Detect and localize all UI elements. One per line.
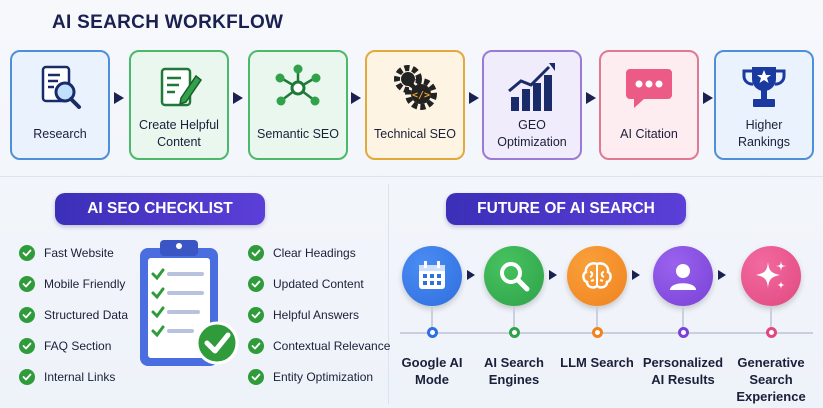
- checklist-item: Helpful Answers: [248, 307, 359, 323]
- future-item-label: AI Search Engines: [484, 355, 544, 387]
- workflow-step-technical-seo[interactable]: </> Technical SEO: [365, 50, 465, 160]
- checklist-item-label: Internal Links: [44, 370, 116, 384]
- check-circle-icon: [248, 245, 264, 261]
- check-circle-icon: [248, 338, 264, 354]
- arrow-right-icon: [469, 92, 479, 104]
- edit-document-icon: [151, 60, 207, 116]
- future-item-label: Personalized AI Results: [642, 355, 724, 387]
- workflow-step-label: Technical SEO: [374, 126, 456, 141]
- checklist-title: AI SEO CHECKLIST: [55, 193, 265, 225]
- arrow-right-icon: [467, 270, 475, 280]
- checklist-item: FAQ Section: [19, 338, 111, 354]
- timeline-dot: [508, 327, 520, 338]
- timeline-dot: [591, 327, 603, 338]
- timeline-stem: [770, 306, 772, 328]
- arrow-right-icon: [703, 92, 713, 104]
- workflow-step-label: Research: [33, 126, 87, 141]
- checklist-item: Updated Content: [248, 276, 364, 292]
- timeline-stem: [431, 306, 433, 328]
- checklist-item-label: Mobile Friendly: [44, 277, 126, 291]
- timeline-stem: [682, 306, 684, 328]
- user-icon: [653, 246, 713, 306]
- timeline-stem: [596, 306, 598, 328]
- research-icon: [32, 60, 88, 116]
- checklist-item: Mobile Friendly: [19, 276, 125, 292]
- workflow-step-label: Create Helpful Content: [139, 118, 219, 149]
- checklist-item: Fast Website: [19, 245, 114, 261]
- arrow-right-icon: [233, 92, 243, 104]
- network-nodes-icon: [270, 60, 326, 116]
- gear-code-icon: </>: [387, 60, 443, 116]
- checklist-item-label: Updated Content: [273, 277, 364, 291]
- checklist-item: Contextual Relevance: [248, 338, 390, 354]
- future-title: FUTURE OF AI SEARCH: [446, 193, 686, 225]
- checklist-item-label: FAQ Section: [44, 339, 112, 353]
- checklist-item-label: Contextual Relevance: [273, 339, 391, 353]
- check-circle-icon: [19, 276, 35, 292]
- timeline-dot: [426, 327, 438, 338]
- check-circle-icon: [248, 307, 264, 323]
- future-item-label: Generative Search Experience: [736, 355, 806, 404]
- workflow-step-geo-optimization[interactable]: GEO Optimization: [482, 50, 582, 160]
- workflow-step-label: Higher Rankings: [737, 118, 791, 149]
- trophy-icon: [736, 60, 792, 116]
- check-circle-icon: [19, 338, 35, 354]
- section-divider: [0, 176, 823, 177]
- checklist-item-label: Clear Headings: [273, 246, 356, 260]
- brain-icon: [567, 246, 627, 306]
- section-divider: [388, 184, 389, 404]
- workflow-step-higher-rankings[interactable]: Higher Rankings: [714, 50, 814, 160]
- workflow-step-research[interactable]: Research: [10, 50, 110, 160]
- growth-chart-icon: [504, 60, 560, 116]
- search-icon: [484, 246, 544, 306]
- checklist-item: Structured Data: [19, 307, 128, 323]
- checklist-item-label: Fast Website: [44, 246, 114, 260]
- workflow-step-label: Semantic SEO: [257, 126, 339, 141]
- workflow-step-label: GEO Optimization: [497, 118, 567, 149]
- check-circle-icon: [19, 307, 35, 323]
- workflow-step-semantic-seo[interactable]: Semantic SEO: [248, 50, 348, 160]
- checklist-item: Entity Optimization: [248, 369, 373, 385]
- check-circle-icon: [248, 276, 264, 292]
- workflow-step-ai-citation[interactable]: AI Citation: [599, 50, 699, 160]
- arrow-right-icon: [114, 92, 124, 104]
- workflow-row: Research Create Helpful Content: [10, 50, 814, 162]
- timeline-dot: [765, 327, 777, 338]
- check-circle-icon: [19, 245, 35, 261]
- checklist-item: Clear Headings: [248, 245, 356, 261]
- timeline-dot: [677, 327, 689, 338]
- timeline-line: [400, 332, 813, 334]
- arrow-right-icon: [586, 92, 596, 104]
- future-item-label: LLM Search: [560, 355, 634, 370]
- future-item-label: Google AI Mode: [401, 355, 463, 387]
- arrow-right-icon: [718, 270, 726, 280]
- chat-bubble-icon: [621, 60, 677, 116]
- arrow-right-icon: [549, 270, 557, 280]
- calendar-grid-icon: [402, 246, 462, 306]
- clipboard-icon: [130, 236, 240, 386]
- workflow-step-create-content[interactable]: Create Helpful Content: [129, 50, 229, 160]
- workflow-step-label: AI Citation: [620, 126, 678, 141]
- checklist-item-label: Structured Data: [44, 308, 129, 322]
- arrow-right-icon: [632, 270, 640, 280]
- checklist-item-label: Helpful Answers: [273, 308, 360, 322]
- page-title: AI SEARCH WORKFLOW: [52, 12, 284, 33]
- sparkle-icon: [741, 246, 801, 306]
- checklist-item-label: Entity Optimization: [273, 370, 374, 384]
- arrow-right-icon: [351, 92, 361, 104]
- svg-text:</>: </>: [412, 90, 430, 101]
- timeline-stem: [513, 306, 515, 328]
- checklist-item: Internal Links: [19, 369, 115, 385]
- check-circle-icon: [19, 369, 35, 385]
- check-circle-icon: [248, 369, 264, 385]
